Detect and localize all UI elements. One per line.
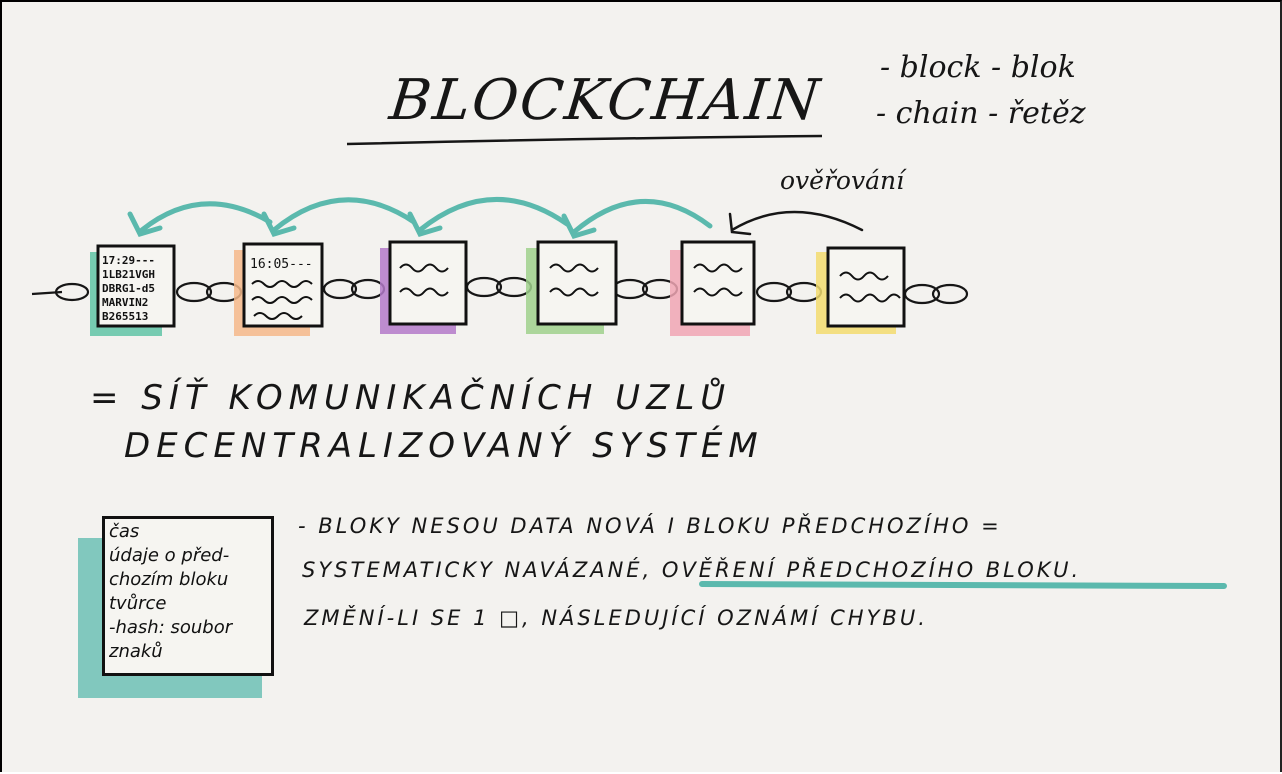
arrowhead-3 — [407, 211, 443, 237]
legend-line-creator: tvůrce — [109, 593, 167, 614]
legend-line-hash: -hash: soubor — [109, 617, 233, 638]
arrow-4 — [571, 198, 713, 235]
block-2-line-1: 16:05--- — [250, 257, 313, 272]
description-line-1: - BLOKY NESOU DATA NOVÁ I BLOKU PŘEDCHOZ… — [298, 514, 1002, 538]
description-line-2: SYSTEMATICKY NAVÁZANÉ, OVĚŘENÍ PŘEDCHOZÍ… — [302, 558, 1082, 582]
block-1-line-2: 1LB21VGH — [102, 268, 155, 281]
verification-label: ověřování — [780, 166, 905, 195]
arrowhead-4 — [561, 213, 597, 239]
arrow-3 — [417, 197, 570, 233]
glossary-block: - block - blok — [880, 50, 1076, 85]
arrowhead-1 — [127, 211, 163, 237]
arrow-1 — [139, 201, 273, 233]
block-1-line-3: DBRG1-d5 — [102, 282, 155, 295]
verification-arrow-black — [728, 210, 864, 236]
block-1-line-5: B265513 — [102, 310, 148, 323]
scribble-data — [251, 263, 901, 320]
verification-arrows — [127, 197, 713, 239]
definition-line-2: DECENTRALIZOVANÝ SYSTÉM — [124, 426, 764, 466]
block-1-line-4: MARVIN2 — [102, 296, 148, 309]
block-1 — [96, 244, 176, 328]
block-2 — [242, 242, 324, 328]
block-4 — [536, 240, 618, 326]
arrow-2 — [271, 197, 417, 233]
glossary-chain: - chain - řetěz — [876, 96, 1086, 131]
block-1-line-1: 17:29--- — [102, 254, 155, 267]
legend-line-time: čas — [109, 521, 140, 542]
legend-block: čas údaje o před- chozím bloku tvůrce -h… — [102, 516, 274, 676]
arrowhead-2 — [261, 211, 297, 237]
description-line-3: ZMĚNÍ-LI SE 1 □, NÁSLEDUJÍCÍ OZNÁMÍ CHYB… — [304, 606, 928, 630]
legend-line-chars: znaků — [109, 641, 163, 662]
legend-line-prev-1: údaje o před- — [109, 545, 230, 566]
legend-line-prev-2: chozím bloku — [109, 569, 229, 590]
definition-line-1: = SÍŤ KOMUNIKAČNÍCH UZLŮ — [90, 378, 732, 418]
block-3 — [388, 240, 468, 326]
block-5 — [680, 240, 756, 326]
block-6 — [826, 246, 906, 328]
